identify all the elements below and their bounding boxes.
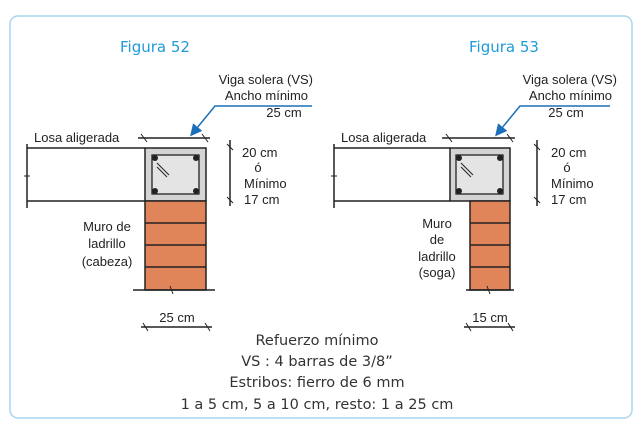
height-label: 17 cm — [244, 192, 279, 207]
height-label: ó — [254, 160, 261, 175]
figure-title: Figura 52 — [120, 38, 190, 56]
figure-title: Figura 53 — [469, 38, 539, 56]
wall-width-label: 15 cm — [472, 310, 507, 325]
slab — [26, 144, 145, 208]
wall-width-label: 25 cm — [159, 310, 194, 325]
height-label: 20 cm — [242, 145, 277, 160]
beam-label: 25 cm — [548, 105, 583, 120]
reinforcement-notes: Refuerzo mínimo VS : 4 barras de 3/8” Es… — [181, 333, 454, 413]
figure-53: Figura 53 Viga solera (VS) Ancho mínimo … — [331, 38, 617, 332]
slab — [333, 144, 450, 208]
beam-label: 25 cm — [266, 105, 301, 120]
wall-label: ladrillo — [418, 249, 456, 264]
wall-label: ladrillo — [88, 236, 126, 251]
beam-label: Ancho mínimo — [529, 88, 612, 103]
wall-label: (soga) — [419, 265, 456, 280]
note-line: Refuerzo mínimo — [256, 333, 379, 349]
figure-52: Figura 52 Viga solera (VS) Ancho mínimo … — [24, 38, 313, 332]
beam-label: Viga solera (VS) — [219, 72, 313, 87]
slab-label: Losa aligerada — [341, 130, 427, 145]
frame — [9, 15, 633, 419]
leader-arrow — [190, 105, 312, 137]
height-label: Mínimo — [551, 176, 594, 191]
wall-label: Muro — [422, 216, 452, 231]
beam-label: Ancho mínimo — [225, 88, 308, 103]
note-line: VS : 4 barras de 3/8” — [241, 354, 392, 370]
height-label: Mínimo — [244, 176, 287, 191]
height-label: ó — [563, 160, 570, 175]
beam-label: Viga solera (VS) — [523, 72, 617, 87]
height-label: 20 cm — [551, 145, 586, 160]
note-line: 1 a 5 cm, 5 a 10 cm, resto: 1 a 25 cm — [181, 397, 454, 413]
note-line: Estribos: fierro de 6 mm — [229, 375, 404, 391]
height-label: 17 cm — [551, 192, 586, 207]
wall-label: de — [430, 232, 444, 247]
leader-arrow — [495, 105, 610, 137]
wall-label: (cabeza) — [82, 254, 133, 269]
wall-label: Muro de — [83, 219, 131, 234]
slab-label: Losa aligerada — [34, 130, 120, 145]
